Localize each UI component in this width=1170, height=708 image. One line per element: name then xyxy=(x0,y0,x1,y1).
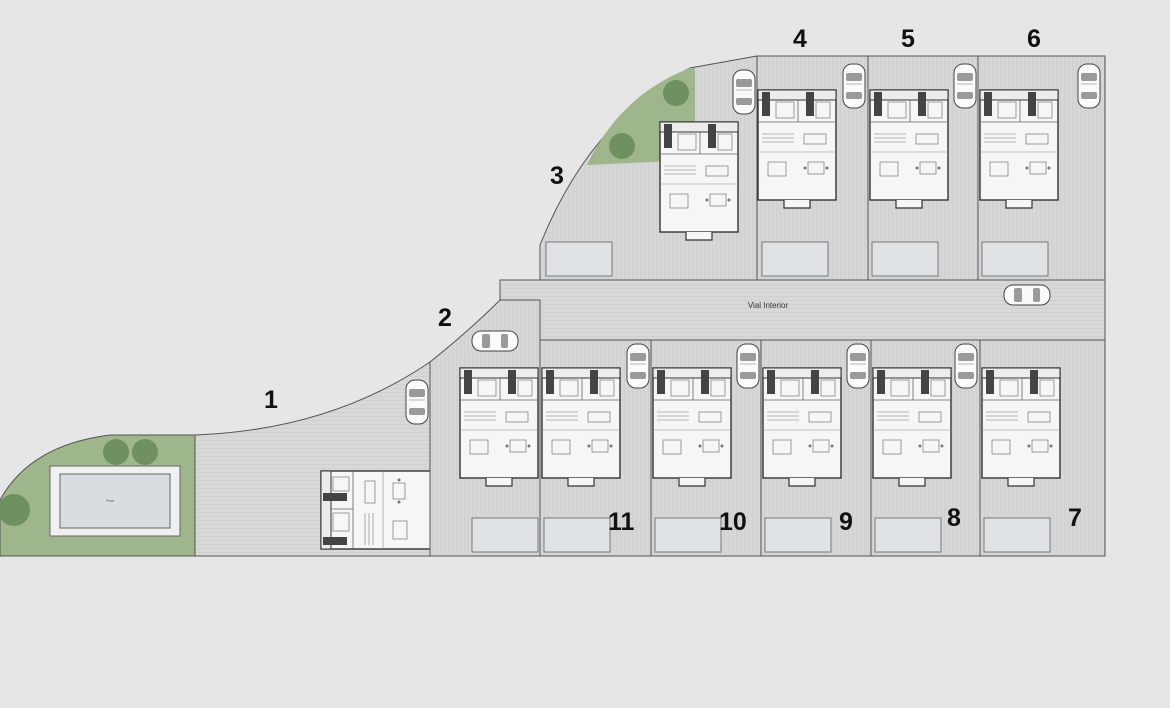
lot-5-plot xyxy=(867,55,979,281)
tree-icon xyxy=(103,439,129,465)
car-road xyxy=(1003,284,1051,306)
lot-number-9: 9 xyxy=(839,508,853,536)
house-lot-1 xyxy=(320,470,440,550)
lot-number-3: 3 xyxy=(550,162,564,190)
pool xyxy=(59,473,171,529)
tree-icon xyxy=(0,494,30,526)
lot-number-1: 1 xyxy=(264,386,278,414)
tree-icon xyxy=(132,439,158,465)
lot-number-7: 7 xyxy=(1068,504,1082,532)
car-lot-2 xyxy=(471,330,519,352)
pool-label: Pool xyxy=(106,498,114,503)
house-lot-3 xyxy=(659,121,739,241)
lot-number-2: 2 xyxy=(438,304,452,332)
pergola-lot-3 xyxy=(545,241,613,277)
car-lot-3 xyxy=(732,69,756,115)
lot-11-plot xyxy=(539,339,652,557)
lot-9-plot xyxy=(760,339,872,557)
house-lot-2 xyxy=(459,367,539,487)
lot-6-plot xyxy=(977,55,1106,281)
lot-number-5: 5 xyxy=(901,25,915,53)
lot-number-10: 10 xyxy=(719,508,747,536)
lot-8-plot xyxy=(870,339,981,557)
lot-number-11: 11 xyxy=(608,508,635,536)
lot-number-4: 4 xyxy=(793,25,807,53)
lot-number-8: 8 xyxy=(947,504,961,532)
road-label: Vial Interior xyxy=(748,301,789,310)
lot-10-plot xyxy=(650,339,762,557)
tree-icon xyxy=(609,133,635,159)
lot-4-plot xyxy=(756,55,869,281)
car-lot-1 xyxy=(405,379,429,425)
lot-number-6: 6 xyxy=(1027,25,1041,53)
pergola-lot-2 xyxy=(471,517,539,553)
tree-icon xyxy=(663,80,689,106)
lot-7-plot xyxy=(979,339,1106,557)
